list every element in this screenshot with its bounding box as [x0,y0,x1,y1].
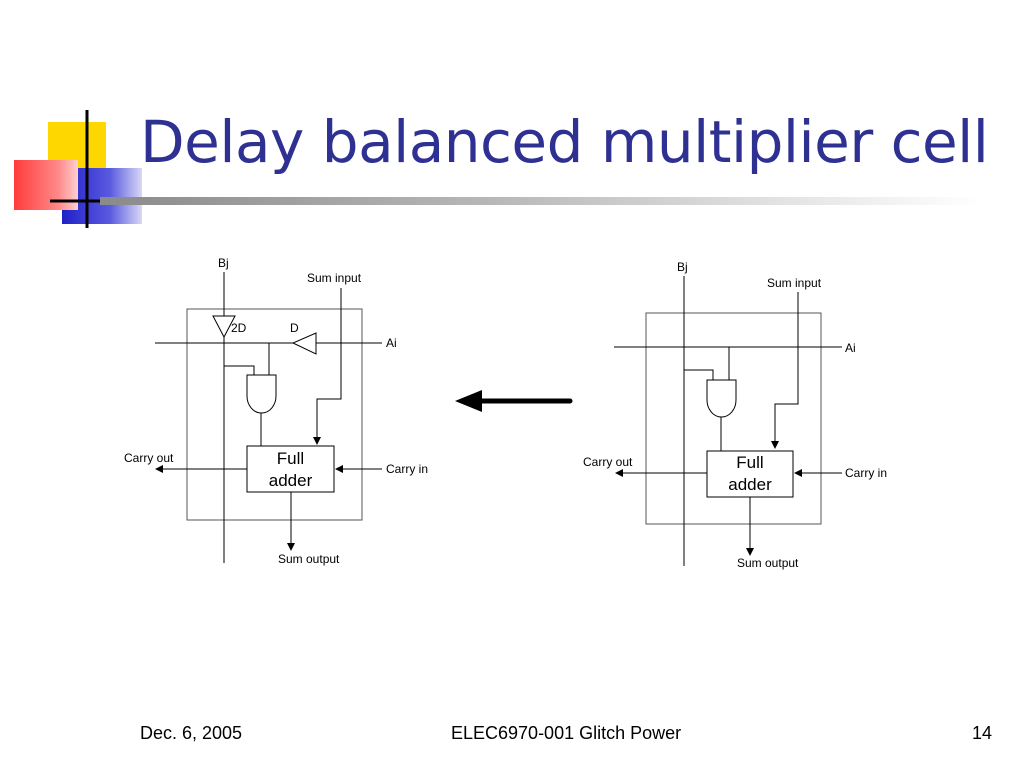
transform-arrow [455,390,573,412]
title-underline [100,197,980,205]
right-sum-input-wire [771,292,799,449]
left-label-carry-in: Carry in [386,462,428,476]
left-cell-boundary [186,308,363,521]
left-adder-label-line2: adder [269,471,313,490]
left-label-d: D [290,321,299,335]
right-and-input-b [684,369,714,380]
left-label-sum-input: Sum input [307,271,362,285]
right-label-sum-output: Sum output [737,556,799,570]
footer-course: ELEC6970-001 Glitch Power [451,723,682,743]
slide-title: Delay balanced multiplier cell [140,108,989,176]
left-label-bj: Bj [218,256,229,270]
right-adder-label-line2: adder [728,475,772,494]
right-cell: Bj Sum input Ai Full adder Carry out Car… [583,260,887,570]
left-label-ai: Ai [386,336,397,350]
right-label-ai: Ai [845,341,856,355]
right-cell-boundary [645,312,822,525]
footer-page-number: 14 [972,723,993,743]
right-and-gate [706,379,737,418]
footer-date: Dec. 6, 2005 [140,723,243,743]
right-label-sum-input: Sum input [767,276,822,290]
slide-logo [14,110,150,228]
left-and-input-b [224,365,255,375]
left-label-sum-output: Sum output [278,552,340,566]
right-label-carry-out: Carry out [583,455,633,469]
left-sum-input-wire [313,288,342,445]
right-full-adder [706,450,794,498]
right-adder-label-line1: Full [736,453,763,472]
right-label-bj: Bj [677,260,688,274]
left-label-2d: 2D [231,321,247,335]
left-label-carry-out: Carry out [124,451,174,465]
left-2d-delay-buffer [212,315,236,339]
right-label-carry-in: Carry in [845,466,887,480]
left-and-gate [246,374,277,414]
left-d-delay-buffer [291,332,317,355]
left-adder-label-line1: Full [277,449,304,468]
left-cell: Bj Sum input Ai 2D D Full adder Carry ou… [124,256,428,566]
